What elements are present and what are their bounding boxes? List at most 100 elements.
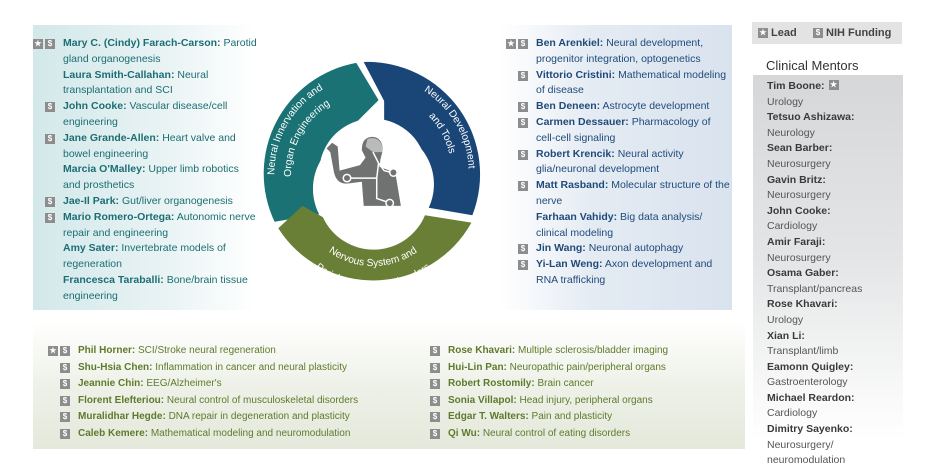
faculty-research-area: DNA repair in degeneration and plasticit… bbox=[168, 411, 350, 422]
faculty-name: Jin Wang: bbox=[536, 242, 586, 255]
faculty-entry: ★$Mary C. (Cindy) Farach-Carson: Parotid… bbox=[33, 36, 257, 68]
faculty-research-area: Axon development and RNA trafficking bbox=[536, 258, 713, 286]
nervous-system-faculty-list-1: ★$Phil Horner: SCI/Stroke neural regener… bbox=[48, 343, 359, 442]
faculty-entry: $Ben Deneen: Astrocyte development bbox=[518, 99, 732, 115]
neural-development-faculty-list: ★$Ben Arenkiel: Neural development, prog… bbox=[506, 36, 732, 289]
mentor-entry: Osama Gaber:Transplant/pancreas bbox=[767, 266, 901, 297]
faculty-research-area: Vascular disease/cell engineering bbox=[63, 100, 228, 128]
entry-badges: $ bbox=[60, 412, 72, 422]
entry-badges: $ bbox=[60, 362, 72, 373]
mentor-specialty: Transplant/pancreas bbox=[767, 282, 863, 295]
entry-badges: $ bbox=[430, 428, 442, 439]
faculty-name: Qi Wu: bbox=[448, 427, 481, 439]
faculty-research-area: Molecular structure of the nerve bbox=[536, 179, 730, 207]
faculty-research-area: Mathematical modeling of disease bbox=[536, 68, 727, 97]
faculty-entry: Farhaan Vahidy: Big data analysis/ clini… bbox=[518, 210, 732, 242]
dollar-icon: $ bbox=[45, 102, 55, 113]
clinical-mentors-panel bbox=[753, 75, 903, 440]
faculty-name: Caleb Kemere: bbox=[78, 427, 149, 439]
research-areas-wheel: Neural Innervation and Organ Engineering… bbox=[263, 61, 481, 291]
entry-badges: $ bbox=[45, 212, 57, 223]
faculty-entry: $Edgar T. Walters: Pain and plasticity bbox=[430, 409, 668, 426]
star-icon: ★ bbox=[758, 28, 768, 38]
legend-lead-label: Lead bbox=[771, 27, 797, 39]
dollar-icon: $ bbox=[45, 39, 55, 49]
dollar-icon: $ bbox=[518, 102, 528, 113]
star-icon: ★ bbox=[828, 80, 839, 90]
faculty-entry: $Shu-Hsia Chen: Inflammation in cancer a… bbox=[60, 360, 358, 377]
mentor-name-text: Dimitry Sayenko: bbox=[767, 423, 853, 436]
entry-badges: $ bbox=[518, 117, 530, 128]
faculty-research-area: Bone/brain tissue engineering bbox=[63, 273, 248, 302]
faculty-name: Sonia Villapol: bbox=[448, 394, 517, 406]
mentor-entry: Sean Barber:Neurosurgery bbox=[767, 141, 901, 172]
faculty-entry: $Jane Grande-Allen: Heart valve and bowe… bbox=[45, 131, 257, 163]
dollar-icon: $ bbox=[430, 395, 440, 406]
mentor-name-text: Xian Li: bbox=[767, 329, 805, 342]
faculty-research-area: Brain cancer bbox=[537, 378, 594, 389]
segment-neural-development bbox=[363, 61, 481, 216]
mentor-name-text: Tetsuo Ashizawa: bbox=[767, 111, 855, 124]
mentor-entry: Tim Boone:★Urology bbox=[767, 79, 901, 110]
entry-badges: $ bbox=[60, 395, 72, 406]
faculty-entry: ★$Phil Horner: SCI/Stroke neural regener… bbox=[48, 343, 358, 360]
dollar-icon: $ bbox=[430, 379, 440, 389]
mentor-name: Michael Reardon: bbox=[767, 391, 901, 407]
faculty-research-area: Neural activity glia/neuronal developmen… bbox=[536, 147, 684, 176]
faculty-research-area: Neural control of musculoskeletal disord… bbox=[166, 394, 359, 406]
entry-badges: $ bbox=[430, 346, 442, 356]
mentor-name: Xian Li: bbox=[767, 329, 901, 345]
faculty-name: Yi-Lan Weng: bbox=[536, 258, 603, 271]
faculty-research-area: Gut/liver organogenesis bbox=[121, 194, 233, 207]
entry-badges: $ bbox=[430, 379, 442, 389]
clinical-mentors-title: Clinical Mentors bbox=[766, 58, 859, 73]
faculty-entry: $ Matt Rasband: Molecular structure of th… bbox=[518, 178, 732, 210]
mentor-name-text: Michael Reardon: bbox=[767, 391, 855, 404]
entry-badges: $ bbox=[518, 181, 530, 192]
faculty-name: Edgar T. Walters: bbox=[448, 411, 529, 422]
right-panel-background bbox=[500, 25, 732, 310]
mentor-specialty: Neurosurgery/ neuromodulation bbox=[767, 438, 846, 467]
dollar-icon: $ bbox=[518, 244, 528, 255]
faculty-research-area: Astrocyte development bbox=[602, 100, 710, 113]
entry-badges: $ bbox=[45, 102, 57, 113]
faculty-research-area: Inflammation in cancer and neural plasti… bbox=[155, 361, 347, 373]
faculty-research-area: Pharmacology of cell-cell signaling bbox=[536, 115, 711, 144]
human-neural-figure-icon bbox=[326, 136, 401, 208]
mentor-name-text: Amir Faraji: bbox=[767, 235, 826, 248]
faculty-research-area: Parotid gland organogenesis bbox=[63, 37, 257, 65]
mentor-name: Tim Boone:★ bbox=[767, 79, 901, 95]
faculty-research-area: SCI/Stroke neural regeneration bbox=[138, 345, 276, 356]
faculty-name: Amy Sater: bbox=[63, 242, 119, 255]
faculty-name: Phil Horner: bbox=[78, 345, 136, 356]
mentor-entry: John Cooke:Cardiology bbox=[767, 204, 901, 235]
faculty-entry: ★$Ben Arenkiel: Neural development, prog… bbox=[506, 36, 732, 68]
entry-badges: $ bbox=[430, 362, 442, 373]
star-icon: ★ bbox=[33, 39, 43, 49]
faculty-name: Florent Elefteriou: bbox=[78, 394, 165, 406]
faculty-name: Carmen Dessauer: bbox=[536, 115, 629, 128]
mentor-specialty: Transplant/limb bbox=[767, 345, 839, 358]
faculty-research-area: Upper limb robotics and prosthetics bbox=[63, 163, 239, 192]
entry-badges: $ bbox=[45, 196, 57, 207]
faculty-name: Mario Romero-Ortega: bbox=[63, 210, 175, 223]
faculty-name: Marcia O'Malley: bbox=[63, 163, 146, 176]
mentor-name: Tetsuo Ashizawa: bbox=[767, 110, 901, 126]
faculty-research-area: Heart valve and bowel engineering bbox=[63, 131, 236, 160]
entry-badges: $ bbox=[518, 102, 530, 113]
dollar-icon: $ bbox=[430, 428, 440, 439]
faculty-research-area: Neuronal autophagy bbox=[588, 242, 684, 255]
dollar-icon: $ bbox=[430, 412, 440, 422]
faculty-research-area: Neural control of eating disorders bbox=[482, 427, 631, 439]
faculty-name: Farhaan Vahidy: bbox=[536, 210, 618, 223]
faculty-entry: Marcia O'Malley: Upper limb robotics and… bbox=[45, 162, 257, 194]
entry-badges: $ bbox=[430, 395, 442, 406]
faculty-name: Matt Rasband: bbox=[536, 179, 609, 192]
faculty-entry: Amy Sater: Invertebrate models of regene… bbox=[45, 241, 257, 273]
faculty-name: Jae-Il Park: bbox=[63, 194, 120, 207]
mentor-name-text: Sean Barber: bbox=[767, 142, 833, 155]
faculty-entry: $Jeannie Chin: EEG/Alzheimer's bbox=[60, 376, 358, 393]
dollar-icon: $ bbox=[518, 260, 528, 271]
faculty-entry: $ Yi-Lan Weng: Axon development and RNA t… bbox=[518, 257, 732, 289]
entry-badges: $ bbox=[430, 412, 442, 422]
